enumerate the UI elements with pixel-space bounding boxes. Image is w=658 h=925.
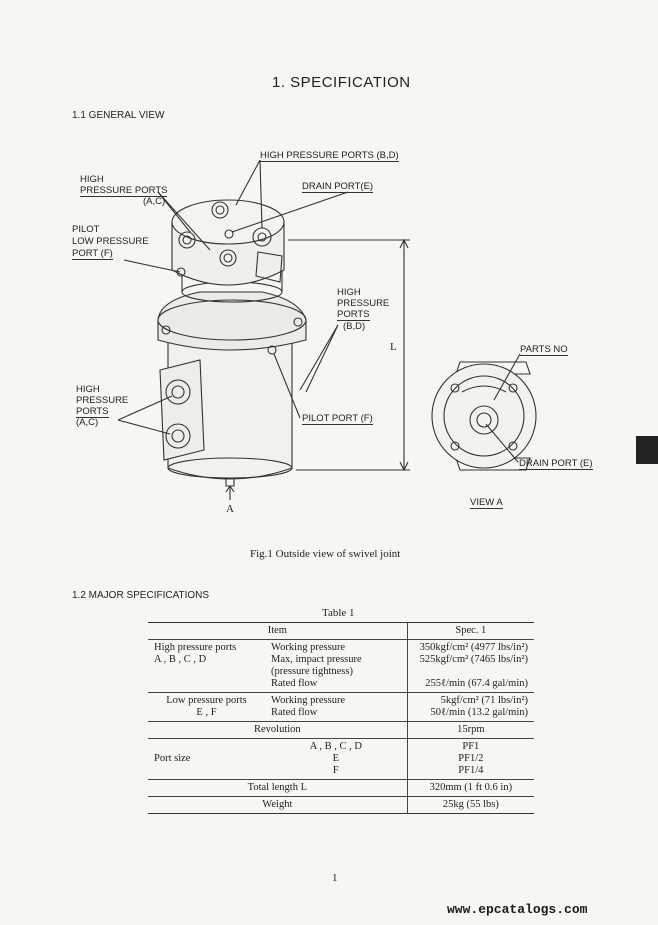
label-pilot-3: PORT (F): [72, 248, 113, 260]
row-spec: PF1 PF1/2 PF1/4: [458, 741, 484, 776]
table-row: Total length L 320mm (1 ft 0.6 in): [148, 779, 534, 797]
row-spec: 350kgf/cm² (4977 lbs/in²) 525kgf/cm² (74…: [419, 642, 528, 689]
row-item: High pressure ports A , B , C , D: [154, 642, 237, 665]
label-hp-right-2: PRESSURE: [337, 298, 390, 309]
page-number: 1: [332, 872, 338, 884]
table-title: Table 1: [322, 607, 355, 619]
row-item: Weight: [148, 796, 408, 814]
row-item: Revolution: [148, 721, 408, 739]
label-arrow-a: A: [226, 503, 234, 515]
table-row: Revolution 15rpm: [148, 721, 534, 739]
row-spec: 25kg (55 lbs): [442, 799, 499, 810]
label-drain-port: DRAIN PORT(E): [302, 181, 374, 193]
label-hp-low-1: HIGH: [76, 384, 100, 395]
row-item: Port size: [154, 753, 191, 764]
row-sub: Working pressure Rated flow: [265, 692, 408, 722]
label-pilot-1: PILOT: [72, 224, 100, 235]
label-view-a: VIEW A: [470, 497, 503, 509]
row-item: Total length L: [148, 779, 408, 797]
label-hp-right-3: PORTS: [337, 309, 370, 321]
swivel-joint-drawing: [117, 159, 537, 500]
label-high-pressure-ports-bd: HIGH PRESSURE PORTS (B,D): [260, 150, 399, 162]
section-heading-major-specifications: 1.2 MAJOR SPECIFICATIONS: [72, 590, 210, 601]
table-row: Port size A , B , C , D E F PF1 PF1/2 PF…: [148, 738, 534, 780]
row-item: Low pressure ports E , F: [166, 695, 247, 718]
header-spec: Spec. 1: [455, 625, 487, 636]
label-hp-low-2: PRESSURE: [76, 395, 129, 406]
label-length-l: L: [390, 341, 397, 353]
figure-caption: Fig.1 Outside view of swivel joint: [250, 548, 401, 560]
label-high-pressure-ports-ac-top-3: (A,C): [143, 196, 166, 207]
header-item: Item: [148, 622, 408, 640]
label-pilot-port: PILOT PORT (F): [302, 413, 373, 425]
label-hp-right-1: HIGH: [337, 287, 361, 298]
table-row: Low pressure ports E , F Working pressur…: [148, 692, 534, 722]
label-high-pressure-ports-ac-top-2: PRESSURE PORTS: [80, 185, 168, 197]
label-parts-no: PARTS NO: [520, 344, 568, 356]
table-row: High pressure ports A , B , C , D Workin…: [148, 639, 534, 693]
label-drain-port-view: DRAIN PORT (E): [519, 458, 593, 470]
table-row: Weight 25kg (55 lbs): [148, 796, 534, 814]
label-hp-low-4: (A,C): [76, 417, 99, 428]
row-spec: 320mm (1 ft 0.6 in): [429, 782, 513, 793]
page-tab-marker: [636, 436, 658, 464]
page-title: 1. SPECIFICATION: [272, 74, 411, 91]
row-sub: Working pressure Max, impact pressure (p…: [265, 639, 408, 693]
label-hp-low-3: PORTS: [76, 406, 109, 418]
label-high-pressure-ports-ac-top-1: HIGH: [80, 174, 104, 185]
row-spec: 5kgf/cm² (71 lbs/in²) 50ℓ/min (13.2 gal/…: [430, 695, 528, 718]
spec-table: Item Spec. 1 High pressure ports A , B ,…: [148, 622, 534, 814]
label-hp-right-4: (B,D): [343, 321, 366, 332]
table-header-row: Item Spec. 1: [148, 622, 534, 640]
row-spec: 15rpm: [457, 724, 485, 735]
row-sub: A , B , C , D E F: [265, 738, 408, 780]
section-heading-general-view: 1.1 GENERAL VIEW: [72, 110, 165, 121]
label-pilot-2: LOW PRESSURE: [72, 236, 149, 247]
watermark: www.epcatalogs.com: [447, 902, 588, 917]
